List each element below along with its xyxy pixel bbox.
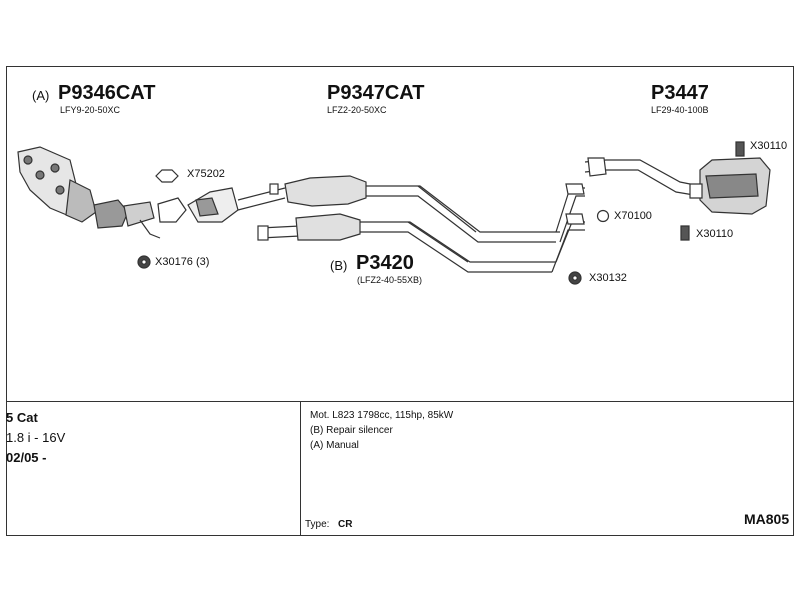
- flange-gaskets: [565, 183, 585, 225]
- rear-silencer-part: [584, 157, 771, 215]
- footer-type-value: CR: [338, 519, 353, 530]
- part-a-sub: LFY9-20-50XC: [60, 105, 121, 115]
- footer-engine: 1.8 i - 16V: [6, 430, 66, 445]
- part-b-marker: (B): [330, 258, 348, 273]
- part-a-marker: (A): [32, 88, 50, 103]
- fitting-x30176-label: X30176 (3): [155, 256, 210, 268]
- part-right-code: P3447: [651, 82, 709, 104]
- repair-silencer-part: [257, 213, 585, 273]
- part-b-code: P3420: [356, 252, 414, 274]
- fitting-icons: [137, 141, 745, 285]
- part-mid-code: P9347CAT: [327, 82, 425, 104]
- footer-type-label: Type:: [305, 519, 330, 530]
- footer-model-code: MA805: [744, 511, 790, 527]
- manifold-part: [17, 146, 187, 239]
- footer-info-repair: (B) Repair silencer: [310, 425, 393, 436]
- footer-cat-count: 5 Cat: [6, 410, 38, 425]
- footer-date: 02/05 -: [6, 450, 47, 465]
- footer-column-divider: [300, 401, 301, 536]
- part-b-sub: (LFZ2-40-55XB): [357, 275, 423, 285]
- fitting-x30110-top-label: X30110: [750, 140, 788, 152]
- footer-info-manual: (A) Manual: [310, 440, 359, 451]
- part-a-code: P9346CAT: [58, 82, 156, 104]
- front-catalyst-part: [187, 175, 585, 243]
- footer-divider: [6, 401, 794, 402]
- footer-info-engine: Mot. L823 1798cc, 115hp, 85kW: [310, 410, 454, 421]
- part-mid-sub: LFZ2-20-50XC: [327, 105, 387, 115]
- fitting-x75202-label: X75202: [187, 168, 225, 180]
- diagram-frame: [6, 66, 794, 536]
- part-right-sub: LF29-40-100B: [651, 105, 709, 115]
- fitting-x30132-label: X30132: [589, 272, 627, 284]
- fitting-x70100-label: X70100: [614, 210, 652, 222]
- fitting-x30110-bottom-label: X30110: [696, 228, 734, 240]
